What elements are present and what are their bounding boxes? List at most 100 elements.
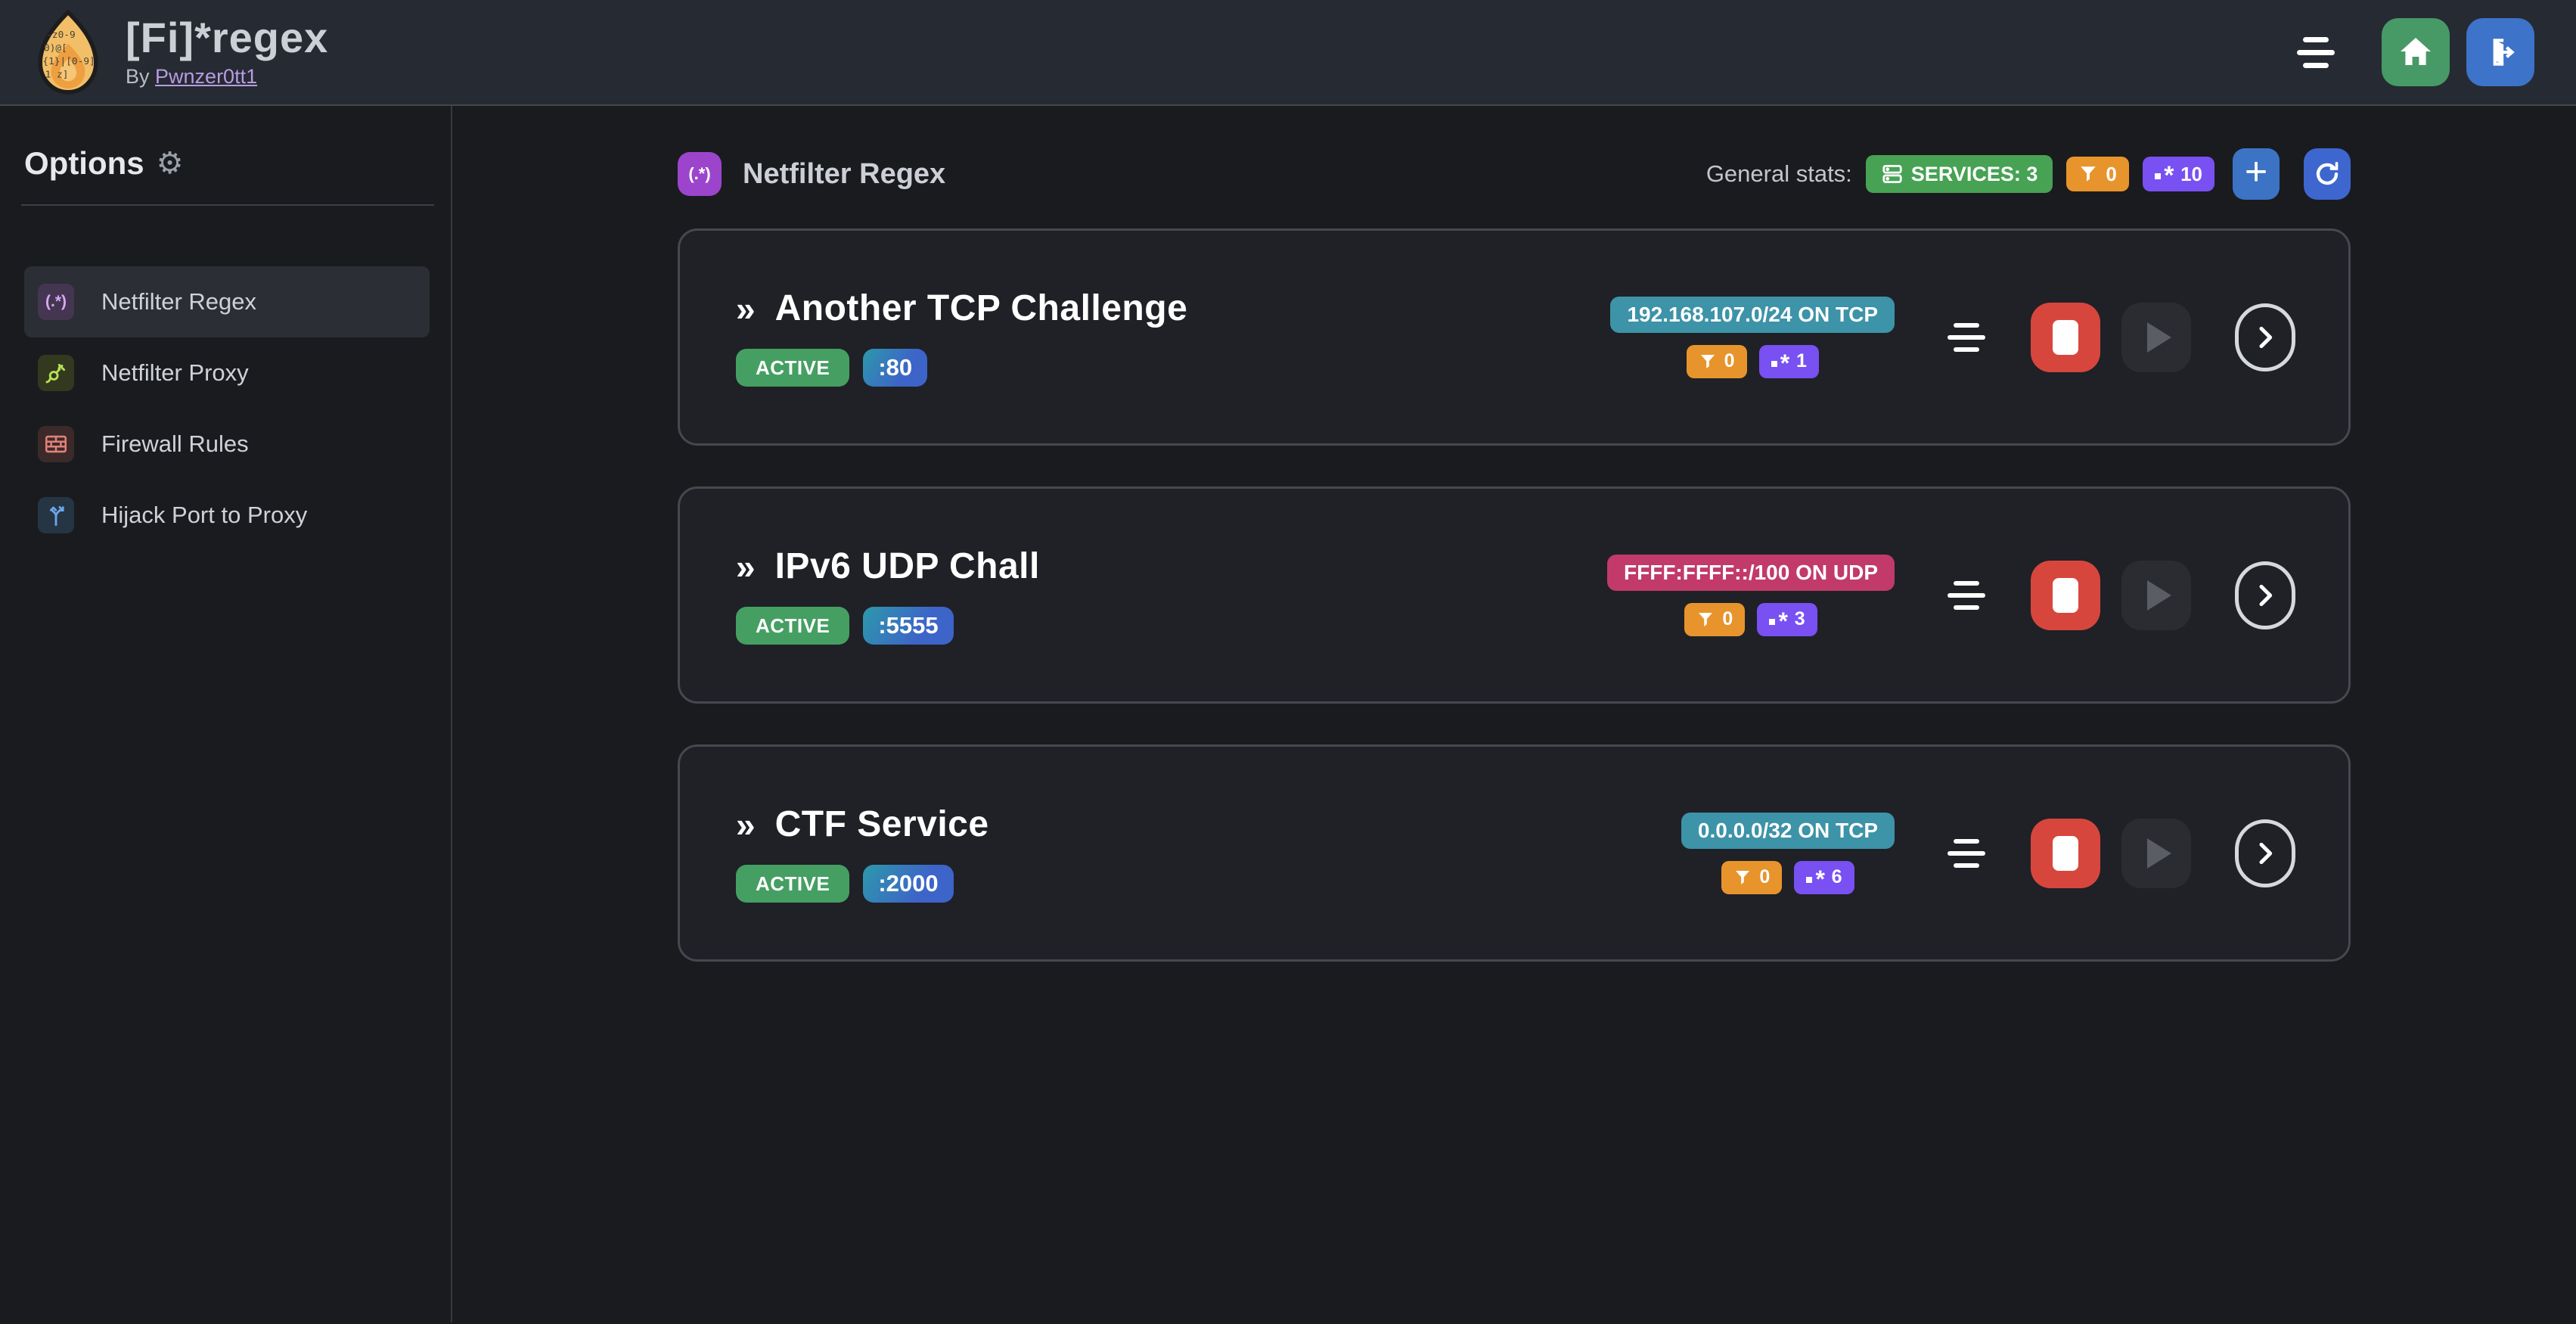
stop-service-button[interactable] xyxy=(2031,818,2100,888)
regex-icon: (.*) xyxy=(38,284,74,320)
filters-count-text: 0 xyxy=(1722,608,1733,629)
cidr-badge: 0.0.0.0/32 ON TCP xyxy=(1681,812,1895,849)
service-menu-icon[interactable] xyxy=(1948,838,1985,868)
section-header: (.*) Netfilter Regex General stats: SERV… xyxy=(678,148,2351,200)
home-icon xyxy=(2401,38,2431,65)
sidebar-item-firewall-rules[interactable]: Firewall Rules xyxy=(24,409,430,480)
regex-section-icon: (.*) xyxy=(678,152,722,196)
split-arrows-icon xyxy=(38,497,74,533)
byline-prefix: By xyxy=(126,64,150,88)
sidebar-item-label: Netfilter Regex xyxy=(101,288,257,315)
byline: By Pwnzer0tt1 xyxy=(126,65,328,89)
regexes-count-badge: * 1 xyxy=(1758,344,1819,378)
plug-icon xyxy=(38,355,74,391)
start-service-button[interactable] xyxy=(2121,560,2191,630)
funnel-icon xyxy=(2081,166,2096,182)
sidebar-item-label: Netfilter Proxy xyxy=(101,359,249,386)
app-title: [Fi]*regex xyxy=(126,14,329,62)
status-badge: ACTIVE xyxy=(736,607,850,645)
filters-count-badge: 0 xyxy=(2066,157,2129,191)
play-icon xyxy=(2147,322,2171,353)
service-menu-icon[interactable] xyxy=(1948,322,1985,352)
network-stats: FFFF:FFFF::/100 ON UDP 0 * 3 xyxy=(1607,554,1895,636)
sidebar-item-netfilter-proxy[interactable]: Netfilter Proxy xyxy=(24,337,430,409)
stop-icon xyxy=(2053,835,2078,871)
service-name: CTF Service xyxy=(774,804,989,844)
start-service-button[interactable] xyxy=(2121,302,2191,372)
svg-text:-z0-9: -z0-9 xyxy=(46,30,76,41)
logout-button[interactable] xyxy=(2466,18,2534,86)
general-stats: General stats: SERVICES: 3 0 xyxy=(1706,148,2351,200)
firegex-flame-logo: -z0-9 0)@[ {1}|[0-9] 1 z] xyxy=(38,10,98,95)
service-name: IPv6 UDP Chall xyxy=(774,546,1040,586)
funnel-icon xyxy=(1699,612,1713,626)
sidebar-nav: (.*) Netfilter Regex Netfilter Proxy xyxy=(24,266,430,551)
open-service-button[interactable] xyxy=(2235,561,2295,629)
sidebar-item-label: Hijack Port to Proxy xyxy=(101,502,308,528)
stop-service-button[interactable] xyxy=(2031,560,2100,630)
sidebar-title-text: Options xyxy=(24,145,144,181)
double-chevron-icon: » xyxy=(736,288,756,328)
add-service-button[interactable]: + xyxy=(2233,148,2280,200)
stop-service-button[interactable] xyxy=(2031,302,2100,372)
double-chevron-icon: » xyxy=(736,804,756,844)
section-title: Netfilter Regex xyxy=(743,157,946,190)
sidebar-divider xyxy=(21,204,434,206)
sidebar-item-hijack-port[interactable]: Hijack Port to Proxy xyxy=(24,480,430,551)
play-icon xyxy=(2147,580,2171,611)
cidr-badge: FFFF:FFFF::/100 ON UDP xyxy=(1607,554,1895,591)
port-badge: :2000 xyxy=(863,865,954,903)
svg-text:0)@[: 0)@[ xyxy=(44,42,67,54)
service-info: » IPv6 UDP Chall ACTIVE :5555 xyxy=(736,545,1607,645)
double-chevron-icon: » xyxy=(736,546,756,586)
service-menu-icon[interactable] xyxy=(1948,580,1985,610)
funnel-icon xyxy=(1736,870,1750,884)
app-header: -z0-9 0)@[ {1}|[0-9] 1 z] [Fi]*regex By … xyxy=(0,0,2576,106)
home-button[interactable] xyxy=(2382,18,2450,86)
sidebar-item-netfilter-regex[interactable]: (.*) Netfilter Regex xyxy=(24,266,430,337)
sidebar: Options ⚙ (.*) Netfilter Regex xyxy=(0,106,452,1322)
cidr-badge: 192.168.107.0/24 ON TCP xyxy=(1610,296,1895,333)
filters-count-badge: 0 xyxy=(1684,602,1746,636)
status-badge: ACTIVE xyxy=(736,865,850,903)
svg-text:1 z]: 1 z] xyxy=(45,70,69,81)
regex-dot-star-icon: * xyxy=(1771,351,1789,375)
regex-dot-star-icon: * xyxy=(1806,867,1824,891)
regexes-count-badge: * 10 xyxy=(2142,157,2214,191)
filters-count-badge: 0 xyxy=(1721,860,1783,894)
brick-wall-icon xyxy=(38,426,74,462)
service-card-list: » Another TCP Challenge ACTIVE :80 192.1… xyxy=(678,228,2351,962)
status-badge: ACTIVE xyxy=(736,349,850,387)
menu-bars-icon[interactable] xyxy=(2297,36,2335,68)
service-info: » Another TCP Challenge ACTIVE :80 xyxy=(736,287,1610,387)
regex-dot-star-icon: * xyxy=(2154,163,2173,188)
service-card: » Another TCP Challenge ACTIVE :80 192.1… xyxy=(678,228,2351,446)
filters-count-text: 0 xyxy=(1759,866,1771,887)
network-stats: 192.168.107.0/24 ON TCP 0 * 1 xyxy=(1610,296,1895,378)
services-count-text: SERVICES: 3 xyxy=(1910,162,2038,185)
service-card: » IPv6 UDP Chall ACTIVE :5555 FFFF:FFFF:… xyxy=(678,486,2351,704)
refresh-icon xyxy=(2316,162,2339,185)
gear-icon: ⚙ xyxy=(156,146,184,181)
services-count-badge: SERVICES: 3 xyxy=(1865,155,2053,193)
chevron-right-icon xyxy=(2259,842,2273,864)
open-service-button[interactable] xyxy=(2235,303,2295,371)
regexes-count-text: 6 xyxy=(1831,866,1842,887)
filters-count-text: 0 xyxy=(2106,162,2117,185)
stop-icon xyxy=(2053,577,2078,613)
refresh-button[interactable] xyxy=(2304,148,2351,200)
logout-door-icon xyxy=(2493,39,2515,66)
stop-icon xyxy=(2053,319,2078,355)
open-service-button[interactable] xyxy=(2235,819,2295,887)
port-badge: :80 xyxy=(863,349,928,387)
start-service-button[interactable] xyxy=(2121,818,2191,888)
regexes-count-text: 10 xyxy=(2180,162,2202,185)
network-stats: 0.0.0.0/32 ON TCP 0 * 6 xyxy=(1681,812,1895,894)
author-link[interactable]: Pwnzer0tt1 xyxy=(155,64,258,88)
regexes-count-text: 3 xyxy=(1794,608,1805,629)
chevron-right-icon xyxy=(2259,584,2273,606)
service-name: Another TCP Challenge xyxy=(774,288,1188,328)
service-card: » CTF Service ACTIVE :2000 0.0.0.0/32 ON… xyxy=(678,744,2351,962)
regexes-count-text: 1 xyxy=(1795,350,1807,371)
service-info: » CTF Service ACTIVE :2000 xyxy=(736,803,1681,903)
